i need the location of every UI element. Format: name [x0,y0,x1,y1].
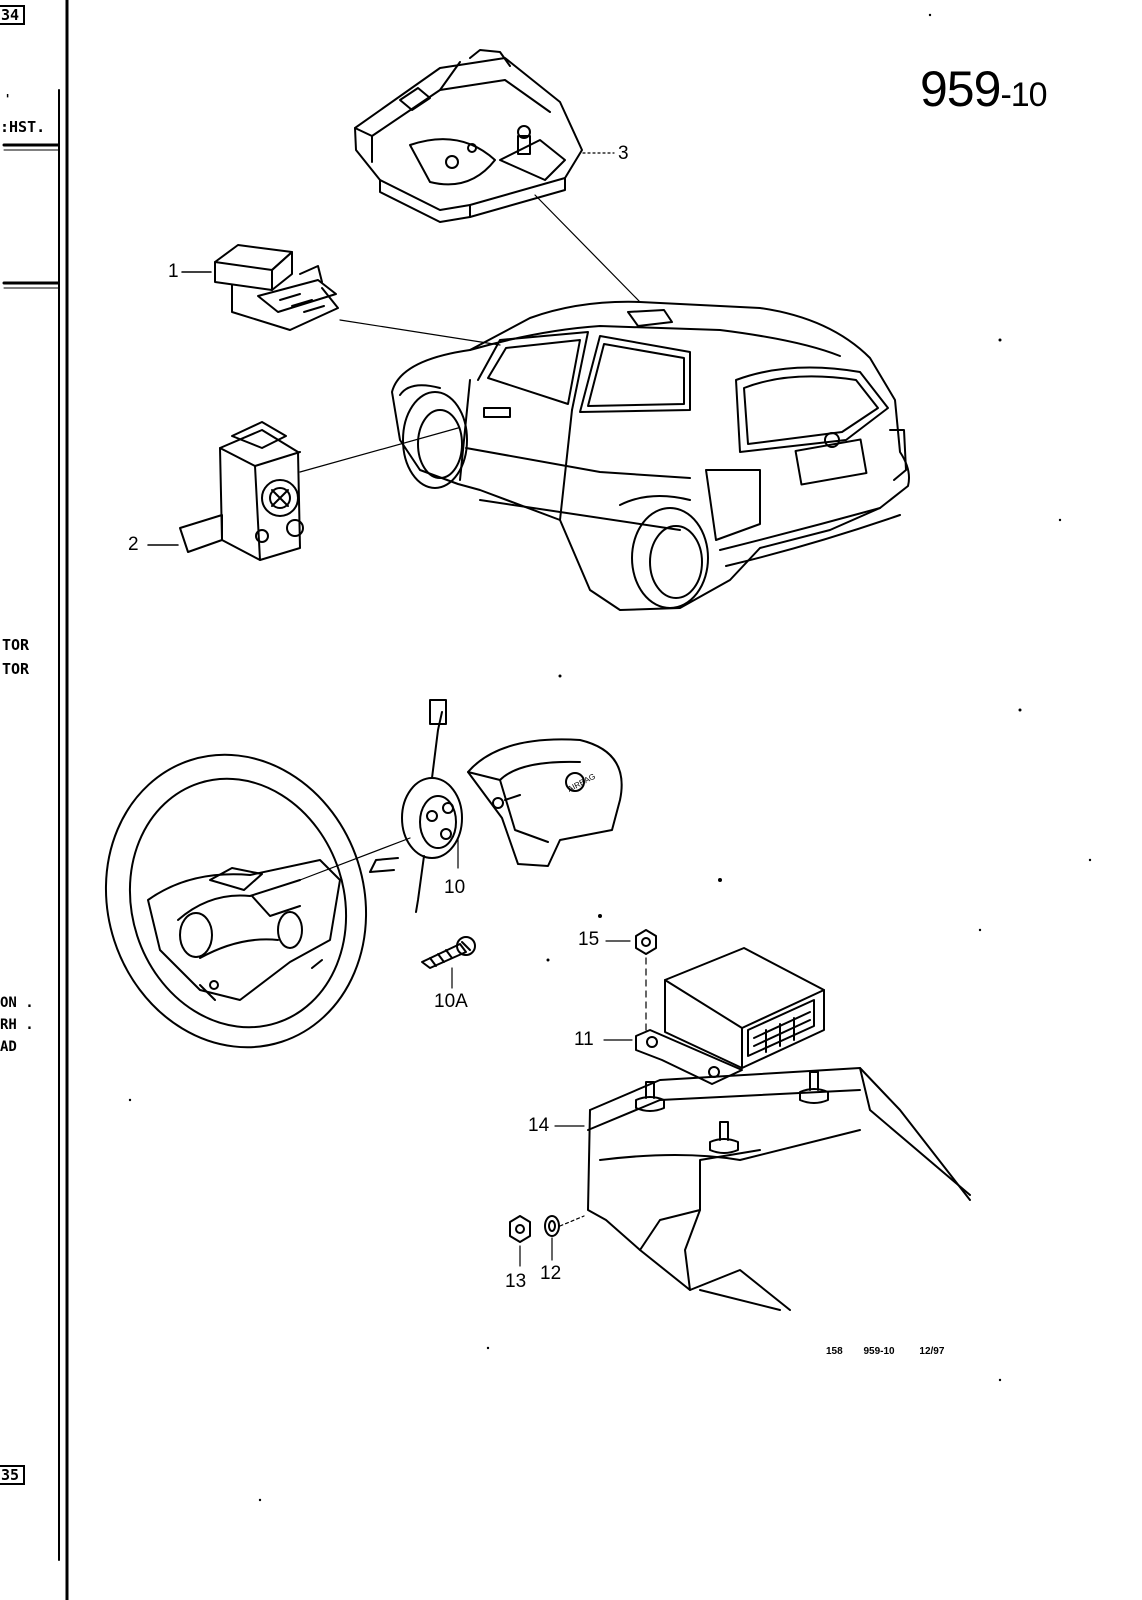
part-2-door-sensor [147,421,304,561]
part-10-clock-spring [369,699,463,913]
leader-part-2 [299,427,459,473]
callout-11: 11 [574,1029,594,1050]
margin-text: AD [0,1039,17,1055]
callout-14: 14 [528,1115,550,1136]
callout-1: 1 [168,261,179,282]
callout-10a: 10A [434,991,468,1012]
callout-13: 13 [505,1271,527,1292]
margin-page-box-bottom: 35 [0,1465,26,1485]
leader-part-1 [339,319,501,346]
leader-wheel-clockspring [299,837,411,881]
footer-date: 12/97 [919,1346,945,1357]
margin-text: :HST. [0,118,46,136]
callout-10: 10 [444,877,466,898]
callout-3: 3 [618,143,629,164]
margin-text: TOR [2,660,30,678]
part-10a-screw [421,936,476,989]
margin-text: TOR [2,636,30,654]
page-number: 959-10 [920,61,1048,117]
airbag-module [467,738,623,867]
margin-page-box-top: 34 [0,5,26,25]
part-1-connector [181,244,339,331]
callout-2: 2 [128,534,139,555]
margin-rules [2,0,69,1600]
part-15-nut [605,929,657,1031]
part-12-washer [544,1215,585,1261]
part-14-bracket [554,1067,971,1311]
footer-ref: 959-10 [863,1346,895,1357]
leader-part-3 [534,194,641,303]
callout-12: 12 [540,1263,562,1284]
car-body [391,300,910,611]
scan-speckles [128,13,1092,1502]
margin-text: ' [4,92,12,106]
page-number-suffix: -10 [1000,76,1047,114]
page-number-main: 959 [920,61,1001,117]
margin-text: ON . [0,995,34,1011]
steering-wheel [104,753,368,1049]
margin-text: RH . [0,1017,34,1033]
part-13-nut [509,1215,531,1267]
callout-15: 15 [578,929,600,950]
part-3-sensor-unit [354,49,615,223]
footer-code: 158 [826,1346,843,1357]
part-11-control-unit [603,947,825,1085]
footer-reference: 158 959-10 12/97 [826,1346,944,1357]
